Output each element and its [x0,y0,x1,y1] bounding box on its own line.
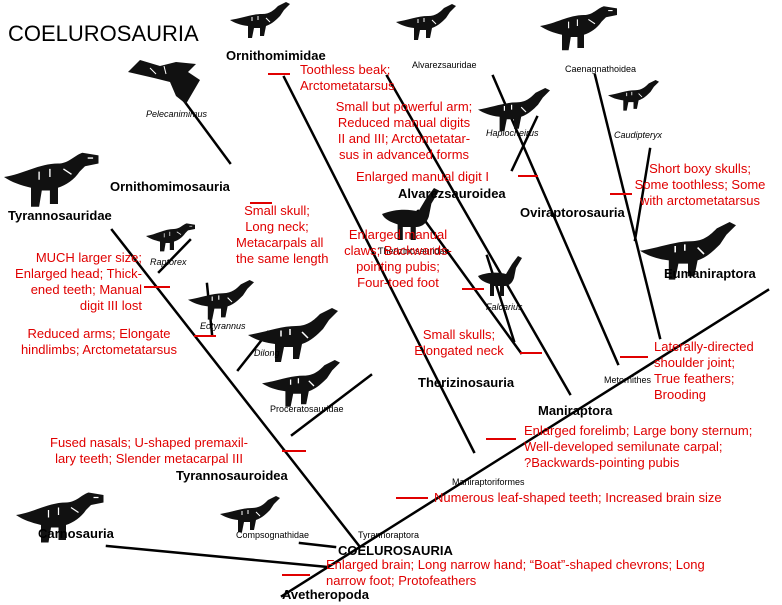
raptorex-skeleton-icon [145,223,196,252]
node-label-tyrannoraptora: Tyrannoraptora [358,530,420,540]
traits-maniraptora: Enlarged forelimb; Large bony sternum;We… [524,423,753,470]
traits-alvarezsauridae: Small but powerful arm;Reduced manual di… [335,99,473,162]
genus-label-caudipteryx: Caudipteryx [614,130,663,140]
proceratosaurid-skeleton-icon [261,359,341,408]
falcarius-skeleton-icon [478,256,522,296]
traits-alvarezsauroidea: Enlarged manual digit I [356,169,489,184]
node-label-metornithes: Metornithes [604,375,652,385]
clade-label-ornithomimosauria: Ornithomimosauria [110,179,230,194]
clade-label-maniraptora: Maniraptora [538,403,613,418]
clade-label-alvarezsauroidea: Alvarezsauroidea [398,186,506,201]
clade-label-coelurosauria: COELUROSAURIA [338,543,453,558]
ornithomimid-skeleton-icon [229,1,291,39]
caenagnathoid-skeleton-icon [539,5,618,51]
node-label-proceratosauridae: Proceratosauridae [270,404,344,414]
caudipteryx-skeleton-icon [607,79,660,112]
alvarezsaurid-skeleton-icon [395,3,457,41]
node-label-caenagnathoidea: Caenagnathoidea [565,64,637,74]
traits-therizinosauria: Small skulls;Elongated neck [414,327,504,358]
tyrannosaurid-skeleton-icon [3,152,100,208]
traits-maniraptoriformes: Numerous leaf-shaped teeth; Increased br… [434,490,722,505]
genus-label-haplocheirus: Haplocheirus [486,128,539,138]
genus-label-eotyrannus: Eotyrannus [200,321,246,331]
clade-label-avetheropoda: Avetheropoda [282,587,369,602]
clade-label-eumaniraptora: Eumaniraptora [664,266,756,281]
traits-tyrannosauridae: MUCH larger size;Enlarged head; Thick-en… [15,250,142,313]
pelecanimimus-skeleton-icon [128,60,200,104]
traits-ornithomimidae: Toothless beak;Arctometatarsus [300,62,395,93]
node-label-maniraptoriformes: Maniraptoriformes [452,477,525,487]
node-label-alvarezsauridae: Alvarezsauridae [412,60,477,70]
traits-tyrannosauroidea: Fused nasals; U-shaped premaxil-lary tee… [50,435,248,466]
genus-label-dilong: Dilong [254,348,280,358]
clade-label-carnosauria: Carnosauria [38,526,114,541]
genus-label-raptorex: Raptorex [150,257,187,267]
genus-label-pelecanimimus: Pelecanimimus [146,109,208,119]
clade-label-therizinosauria: Therizinosauria [418,375,515,390]
genus-label-falcarius: Falcarius [486,302,523,312]
clade-label-oviraptorosauria: Oviraptorosauria [520,205,625,220]
eotyrannus-skeleton-icon [187,279,255,321]
figure-title: COELUROSAURIA [8,21,199,46]
clade-label-tyrannosauridae: Tyrannosauridae [8,208,112,223]
compsognathid-skeleton-icon [219,495,281,533]
node-label-therizinosauridae: Therizinosauridae [378,246,450,256]
node-label-compsognathidae: Compsognathidae [236,530,310,540]
traits-coelurosauria: Enlarged brain; Long narrow hand; “Boat”… [326,557,705,588]
clade-label-tyrannosauroidea: Tyrannosauroidea [176,468,288,483]
clade-label-ornithomimidae: Ornithomimidae [226,48,326,63]
